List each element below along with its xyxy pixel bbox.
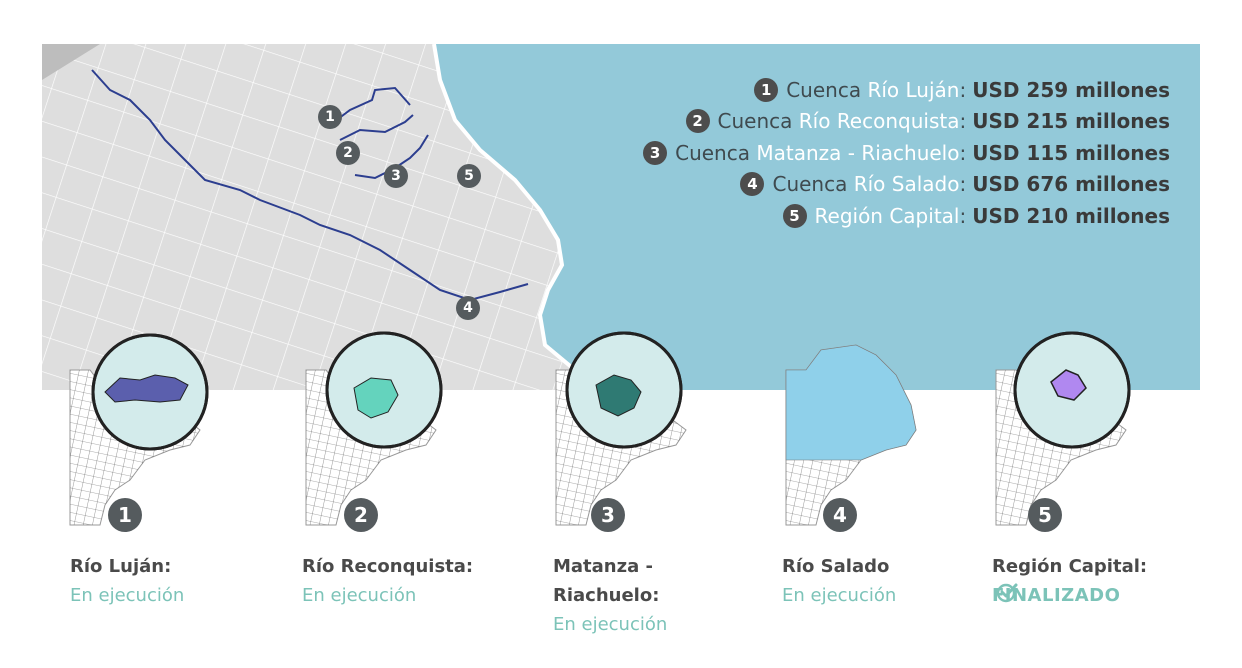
- card-number-badge: 4: [823, 498, 857, 532]
- legend-row: 5 Región Capital: USD 210 millones: [643, 200, 1170, 232]
- legend-number: 2: [685, 109, 710, 134]
- card-status-text: FINALIZADO: [992, 585, 1121, 606]
- legend-row: 2 Cuenca Río Reconquista: USD 215 millon…: [643, 106, 1170, 138]
- legend-suffix: :: [959, 203, 967, 228]
- province-map-5: [995, 331, 1131, 526]
- map-marker-2: 2: [336, 141, 360, 165]
- legend-amount: USD 210 millones: [972, 203, 1170, 228]
- legend-number: 3: [643, 140, 668, 165]
- legend-amount: USD 215 millones: [972, 109, 1170, 134]
- basin-card-3: 3 Matanza - Riachuelo: En ejecución: [546, 330, 786, 660]
- card-status: En ejecución: [302, 585, 417, 606]
- highlight-region-4: [785, 344, 917, 461]
- card-title: Matanza -: [553, 556, 653, 577]
- basin-card-4: 4 Río Salado En ejecución: [776, 330, 1016, 660]
- corner-triangle: [42, 44, 100, 80]
- legend-amount: USD 259 millones: [972, 77, 1170, 102]
- card-number-badge: 1: [108, 498, 142, 532]
- card-status: En ejecución: [553, 614, 668, 635]
- province-map-4: [785, 344, 917, 526]
- card-status: En ejecución: [782, 585, 897, 606]
- legend-highlight: Región Capital: [814, 203, 960, 228]
- legend-prefix: Cuenca: [717, 109, 799, 134]
- legend-name: Región Capital:: [815, 204, 967, 228]
- map-marker-3: 3: [384, 164, 408, 188]
- map-marker-4: 4: [456, 296, 480, 320]
- legend-prefix: Cuenca: [675, 140, 757, 165]
- legend-name: Cuenca Matanza - Riachuelo:: [675, 141, 966, 165]
- legend-suffix: :: [959, 77, 967, 102]
- legend-number: 1: [754, 77, 779, 102]
- highlight-region-5: [1050, 369, 1087, 401]
- card-title: Región Capital:: [992, 556, 1148, 577]
- legend-row: 1 Cuenca Río Luján: USD 259 millones: [643, 74, 1170, 106]
- card-number-badge: 2: [344, 498, 378, 532]
- legend-row: 3 Cuenca Matanza - Riachuelo: USD 115 mi…: [643, 137, 1170, 169]
- legend-suffix: :: [959, 109, 967, 134]
- card-title-line2: Riachuelo:: [553, 585, 660, 606]
- river-lujan-line: [329, 86, 411, 126]
- card-title: Río Reconquista:: [302, 556, 474, 577]
- card-number-badge: 3: [591, 498, 625, 532]
- province-map-2: [305, 331, 443, 526]
- basin-card-5: 5 Región Capital: FINALIZADO: [986, 330, 1226, 660]
- legend-amount: USD 676 millones: [972, 172, 1170, 197]
- legend: 1 Cuenca Río Luján: USD 259 millones 2 C…: [643, 74, 1170, 232]
- highlight-region-1: [104, 374, 189, 403]
- legend-suffix: :: [959, 140, 967, 165]
- coastline: [432, 44, 621, 390]
- card-status: FINALIZADO: [992, 581, 1120, 610]
- highlight-region-3: [595, 374, 642, 417]
- card-status: En ejecución: [70, 585, 185, 606]
- check-circle-icon: [996, 583, 1018, 603]
- legend-name: Cuenca Río Reconquista:: [718, 109, 967, 133]
- card-number-badge: 5: [1028, 498, 1062, 532]
- legend-name: Cuenca Río Luján:: [786, 78, 966, 102]
- legend-amount: USD 115 millones: [972, 140, 1170, 165]
- legend-highlight: Río Reconquista: [798, 109, 960, 134]
- river-salado-line: [91, 69, 529, 302]
- basin-card-2: 2 Río Reconquista: En ejecución: [296, 330, 536, 660]
- card-title: Río Salado: [782, 556, 890, 577]
- map-marker-5: 5: [457, 164, 481, 188]
- map-marker-1: 1: [318, 105, 342, 129]
- legend-prefix: Cuenca: [786, 77, 868, 102]
- river-reconquista-line: [339, 114, 414, 141]
- legend-number: 5: [782, 203, 807, 228]
- legend-row: 4 Cuenca Río Salado: USD 676 millones: [643, 169, 1170, 201]
- basin-card-1: 1 Río Luján: En ejecución: [60, 330, 300, 660]
- highlight-region-2: [353, 377, 399, 419]
- legend-name: Cuenca Río Salado:: [772, 172, 966, 196]
- card-title: Río Luján:: [70, 556, 172, 577]
- province-map-1: [69, 333, 209, 526]
- legend-suffix: :: [959, 172, 967, 197]
- legend-highlight: Río Luján: [867, 77, 960, 102]
- legend-number: 4: [740, 172, 765, 197]
- legend-prefix: Cuenca: [772, 172, 854, 197]
- river-matanza-line: [354, 134, 429, 180]
- province-map-3: [555, 331, 687, 526]
- legend-highlight: Río Salado: [853, 172, 960, 197]
- legend-highlight: Matanza - Riachuelo: [756, 140, 960, 165]
